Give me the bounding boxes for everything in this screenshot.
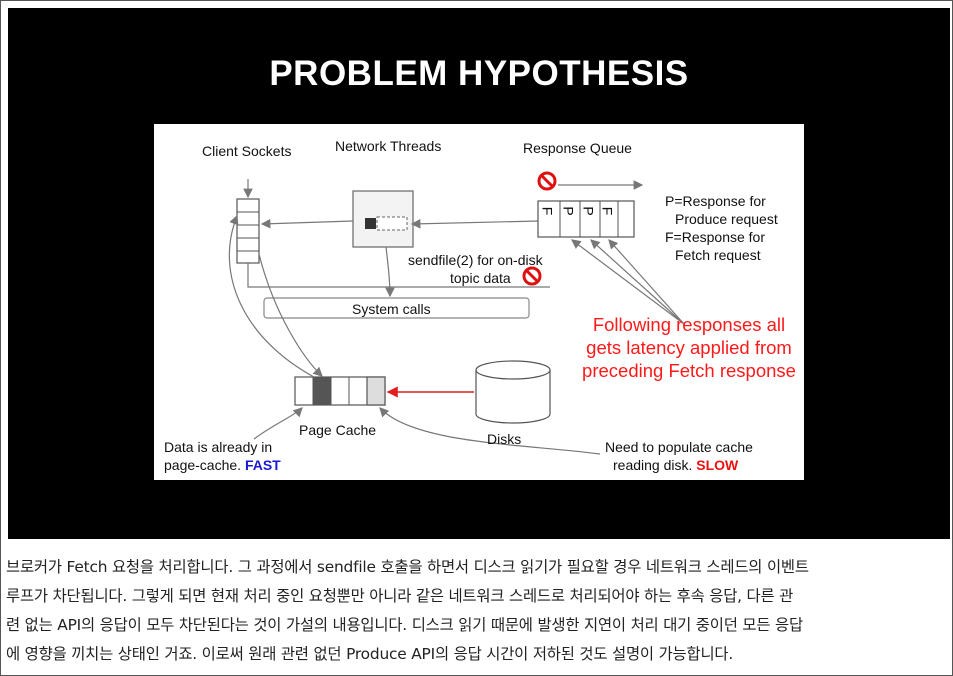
caption-line: 련 없는 API의 응답이 모두 차단된다는 것이 가설의 내용입니다. 디스크… — [6, 616, 803, 634]
queue-cell-label: P — [560, 206, 577, 216]
disk-cylinder — [475, 360, 551, 424]
client-sockets-stack — [236, 198, 260, 264]
cache-note: Data is already in page-cache. FAST — [164, 438, 281, 474]
following-note-line2: gets latency applied from — [586, 337, 792, 358]
response-queue-box — [537, 200, 635, 238]
following-responses-note: Following responses all gets latency app… — [574, 313, 804, 382]
disks-label: Disks — [487, 431, 522, 447]
no-entry-icon — [537, 171, 557, 191]
queue-cell-label: F — [599, 206, 616, 216]
disk-note-text: reading disk. — [613, 457, 693, 473]
p-legend-line2: Produce request — [675, 211, 778, 227]
following-note-line3: preceding Fetch response — [582, 360, 796, 381]
network-threads-label: Network Threads — [335, 138, 442, 154]
disk-note-line1: Need to populate cache — [605, 439, 753, 455]
page-cache-label: Page Cache — [299, 422, 377, 438]
cache-note-text: page-cache. — [164, 457, 242, 473]
f-legend-line2: Fetch request — [675, 247, 761, 263]
system-calls-label: System calls — [352, 301, 431, 317]
disk-note-line2: reading disk. SLOW — [605, 456, 753, 474]
p-legend-line1: P=Response for — [665, 193, 766, 209]
disk-note: Need to populate cache reading disk. SLO… — [605, 438, 753, 474]
response-queue-label: Response Queue — [523, 140, 632, 156]
sendfile-label-line2: topic data — [450, 270, 511, 286]
fast-label: FAST — [244, 457, 281, 473]
slide-title: PROBLEM HYPOTHESIS — [269, 54, 689, 93]
queue-cell-label: F — [539, 206, 556, 216]
sendfile-label-line1: sendfile(2) for on-disk — [408, 252, 543, 268]
caption-line: 브로커가 Fetch 요청을 처리합니다. 그 과정에서 sendfile 호출… — [6, 558, 809, 576]
caption-line: 루프가 차단됩니다. 그렇게 되면 현재 처리 중인 요청뿐만 아니라 같은 네… — [6, 587, 794, 605]
cache-note-line2: page-cache. FAST — [164, 456, 281, 474]
slide: PROBLEM HYPOTHESIS — [8, 8, 950, 539]
diagram: F P P F Client Sockets Network Threads R… — [154, 124, 804, 480]
caption-line: 에 영향을 끼치는 상태인 거죠. 이로써 원래 관련 없던 Produce A… — [6, 645, 734, 663]
caption-paragraph: 브로커가 Fetch 요청을 처리합니다. 그 과정에서 sendfile 호출… — [6, 553, 948, 669]
network-thread-box — [352, 190, 414, 248]
cache-note-line1: Data is already in — [164, 439, 273, 455]
client-sockets-label: Client Sockets — [202, 143, 292, 159]
system-calls-bar — [263, 297, 530, 319]
no-entry-icon — [522, 266, 542, 286]
diagram-drawing — [228, 171, 685, 455]
f-legend-line1: F=Response for — [665, 229, 765, 245]
slow-label: SLOW — [696, 457, 739, 473]
following-note-line1: Following responses all — [592, 314, 786, 335]
queue-cell-label: P — [580, 206, 597, 216]
page-cache-box — [294, 376, 386, 406]
